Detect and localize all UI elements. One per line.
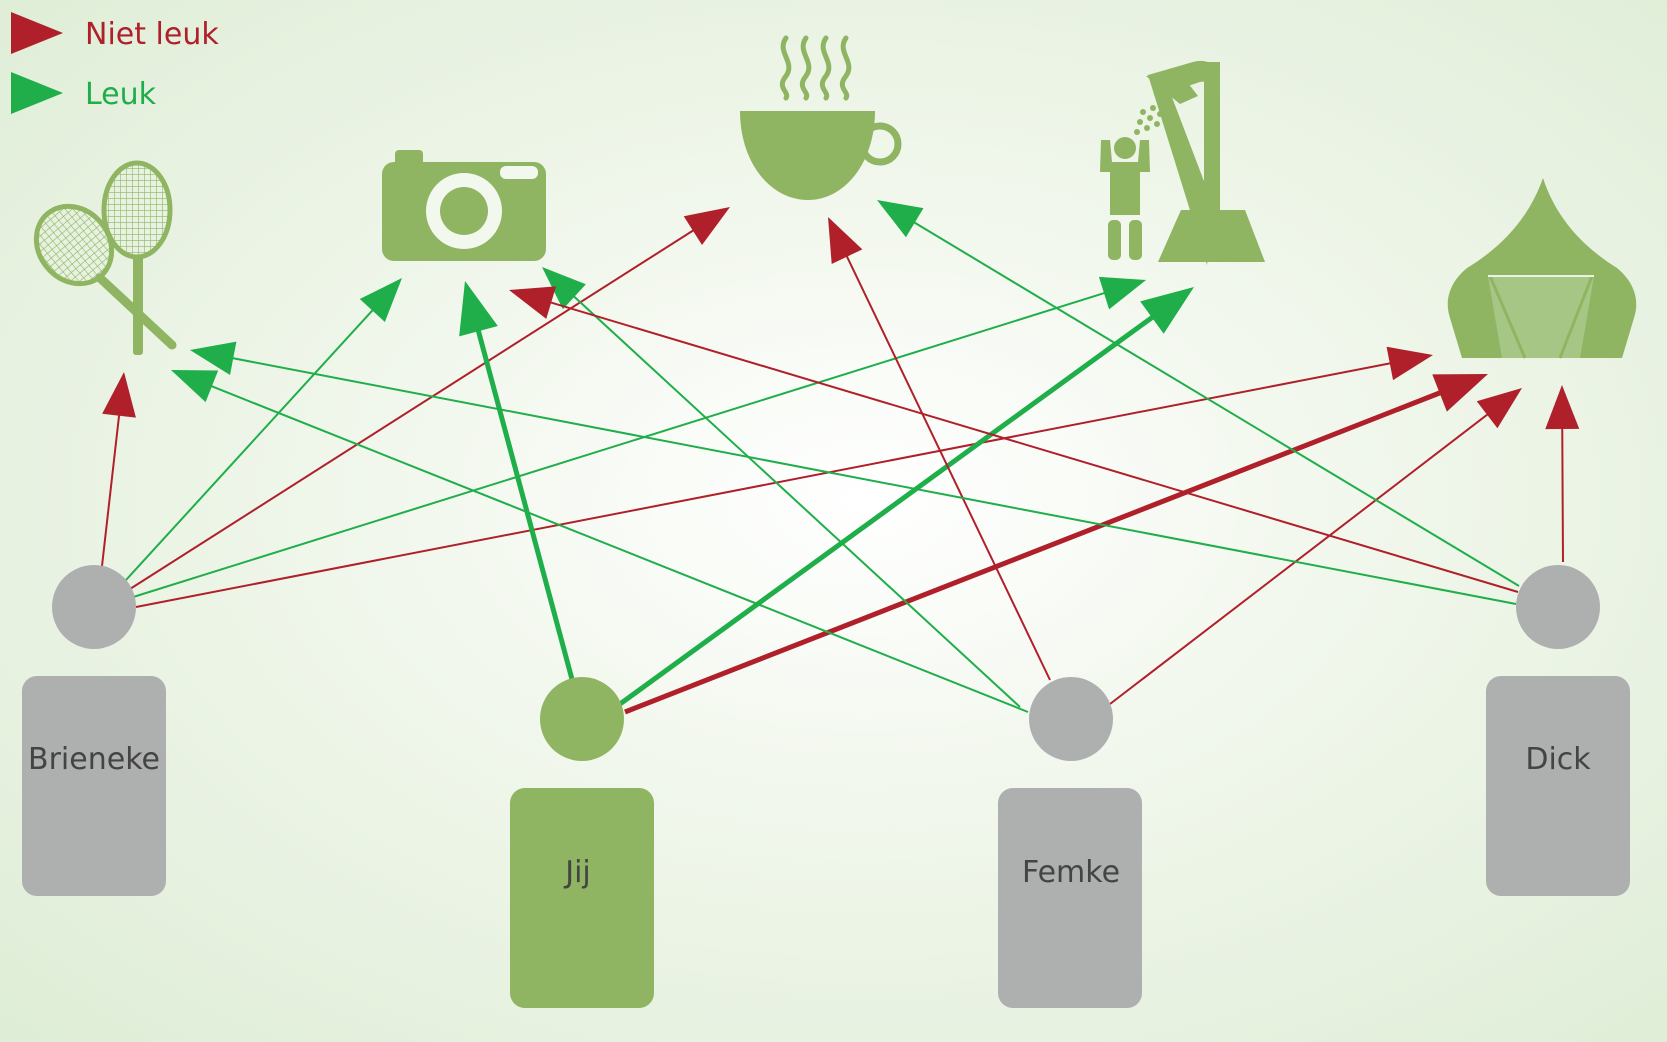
arrow-dick-coffee — [877, 200, 1520, 587]
arrow-femke-camera — [542, 267, 1021, 708]
person-femke: Femke — [998, 677, 1142, 1008]
arrow-jij-shower — [618, 287, 1194, 707]
camera-icon — [382, 150, 546, 261]
arrow-femke-coffee — [828, 217, 1051, 681]
legend-arrow-niet-leuk — [11, 12, 63, 54]
person-jij: Jij — [510, 677, 654, 1008]
tent-icon — [1447, 178, 1637, 359]
arrow-femke-badminton — [171, 370, 1029, 713]
legend-arrow-leuk — [11, 72, 63, 114]
arrow-line — [229, 356, 1517, 605]
arrow-line — [1561, 424, 1564, 563]
arrow-head — [190, 341, 237, 375]
arrow-line — [475, 326, 576, 684]
arrow-line — [910, 219, 1520, 587]
arrow-line — [207, 383, 1029, 713]
arrow-brieneke-camera — [125, 278, 402, 581]
arrow-head — [459, 281, 498, 337]
arrow-head — [828, 217, 863, 265]
arrow-line — [570, 293, 1021, 708]
arrow-head — [1098, 276, 1146, 310]
person-body — [998, 788, 1142, 1008]
arrow-line — [129, 290, 1109, 599]
arrow-head — [1386, 346, 1433, 381]
arrow-brieneke-shower — [129, 276, 1146, 599]
arrow-line — [135, 361, 1394, 608]
legend-item-leuk: Leuk — [11, 72, 157, 114]
legend-label-leuk: Leuk — [85, 77, 157, 112]
arrow-line — [624, 389, 1445, 715]
arrow-dick-badminton — [190, 341, 1517, 605]
arrow-jij-tent — [624, 374, 1488, 715]
person-head — [52, 565, 136, 649]
arrow-head — [542, 267, 586, 310]
legend-item-niet-leuk: Niet leuk — [11, 12, 219, 54]
person-head — [1029, 677, 1113, 761]
shower-icon — [1100, 60, 1265, 265]
arrow-jij-camera — [459, 281, 576, 684]
arrow-femke-tent — [1109, 388, 1522, 705]
person-body — [510, 788, 654, 1008]
arrow-head — [1432, 374, 1488, 412]
person-name: Femke — [1022, 855, 1120, 890]
arrow-dick-camera — [509, 286, 1519, 593]
person-brieneke: Brieneke — [22, 565, 166, 896]
arrow-head — [1545, 385, 1580, 430]
arrow-line — [125, 306, 376, 581]
person-head — [1516, 565, 1600, 649]
legend-label-niet-leuk: Niet leuk — [85, 17, 219, 52]
person-name: Dick — [1525, 742, 1591, 777]
coffee-cup-icon — [740, 35, 902, 200]
arrow-line — [129, 227, 697, 590]
legend: Niet leuk Leuk — [11, 12, 219, 114]
arrow-line — [1109, 411, 1491, 705]
person-name: Jij — [563, 855, 591, 890]
badminton-rackets-icon — [33, 160, 177, 355]
arrow-head — [877, 200, 924, 238]
arrow-head — [102, 372, 136, 418]
arrow-dick-tent — [1545, 385, 1580, 563]
arrow-line — [844, 252, 1051, 681]
arrow-brieneke-coffee — [129, 207, 730, 590]
person-body — [1486, 676, 1630, 896]
arrow-line — [547, 300, 1519, 593]
person-head — [540, 677, 624, 761]
arrow-brieneke-badminton — [101, 372, 136, 567]
person-body — [22, 676, 166, 896]
arrow-head — [1140, 287, 1194, 334]
arrow-head — [359, 278, 402, 322]
relations — [101, 200, 1580, 715]
arrow-head — [683, 207, 730, 245]
arrow-head — [171, 370, 219, 403]
person-name: Brieneke — [28, 742, 160, 777]
arrow-line — [618, 313, 1157, 707]
arrow-head — [1476, 388, 1522, 429]
person-dick: Dick — [1486, 565, 1630, 896]
arrow-brieneke-tent — [135, 346, 1433, 608]
arrow-line — [101, 411, 121, 567]
arrow-head — [509, 286, 557, 319]
